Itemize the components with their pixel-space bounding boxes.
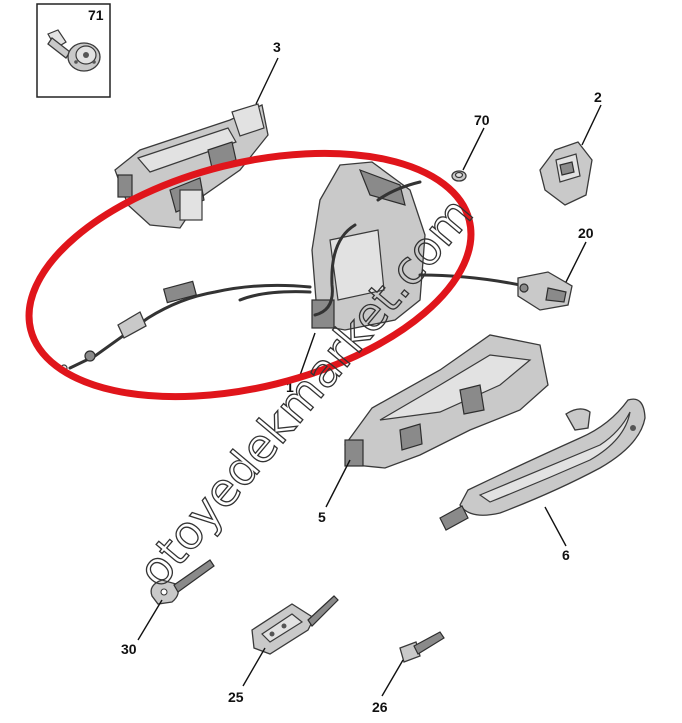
leader-3 (255, 57, 279, 105)
callout-70: 70 (474, 112, 490, 128)
callout-20: 20 (578, 225, 594, 241)
remote-key-icon (251, 595, 339, 655)
callout-6: 6 (562, 547, 570, 563)
callout-30: 30 (121, 641, 137, 657)
leader-30 (137, 599, 163, 641)
key-blade-icon (399, 631, 445, 663)
leader-26 (381, 659, 404, 697)
handle-bracket-icon (344, 334, 549, 469)
bolt-icon (47, 29, 101, 72)
striker-plate-icon (539, 141, 593, 206)
leader-1 (297, 332, 316, 382)
leader-20 (565, 241, 587, 283)
part-26-key-blade[interactable]: 26 (372, 631, 445, 715)
part-3-lock-mechanism[interactable]: 3 (114, 39, 281, 229)
highlight-ellipse (25, 149, 475, 401)
part-70-clip[interactable]: 70 (451, 112, 490, 182)
callout-3: 3 (273, 39, 281, 55)
clip-icon (451, 170, 467, 182)
leader-6 (544, 506, 567, 547)
door-handle-icon (439, 398, 646, 531)
callout-26: 26 (372, 699, 388, 715)
callout-1: 1 (286, 379, 294, 395)
callout-71: 71 (88, 7, 104, 23)
leader-5 (325, 459, 351, 508)
callout-2: 2 (594, 89, 602, 105)
callout-25: 25 (228, 689, 244, 705)
part-25-remote-key[interactable]: 25 (228, 595, 339, 705)
part-2-striker[interactable]: 2 (539, 89, 602, 206)
part-1-door-lock[interactable]: 1 (60, 161, 522, 395)
part-5-handle-bracket[interactable]: 5 (318, 334, 549, 525)
lock-mechanism-icon (114, 103, 269, 229)
part-71-bolt[interactable]: 71 (36, 3, 111, 98)
part-30-blank-key[interactable]: 30 (121, 559, 215, 657)
part-6-door-handle[interactable]: 6 (439, 398, 646, 563)
part-20-connector[interactable]: 20 (517, 225, 594, 311)
connector-icon (517, 271, 573, 311)
door-lock-actuator-icon (60, 161, 522, 372)
leader-70 (462, 127, 485, 171)
leader-25 (242, 647, 266, 687)
blank-key-icon (150, 559, 215, 605)
callout-5: 5 (318, 509, 326, 525)
leader-2 (581, 104, 602, 146)
